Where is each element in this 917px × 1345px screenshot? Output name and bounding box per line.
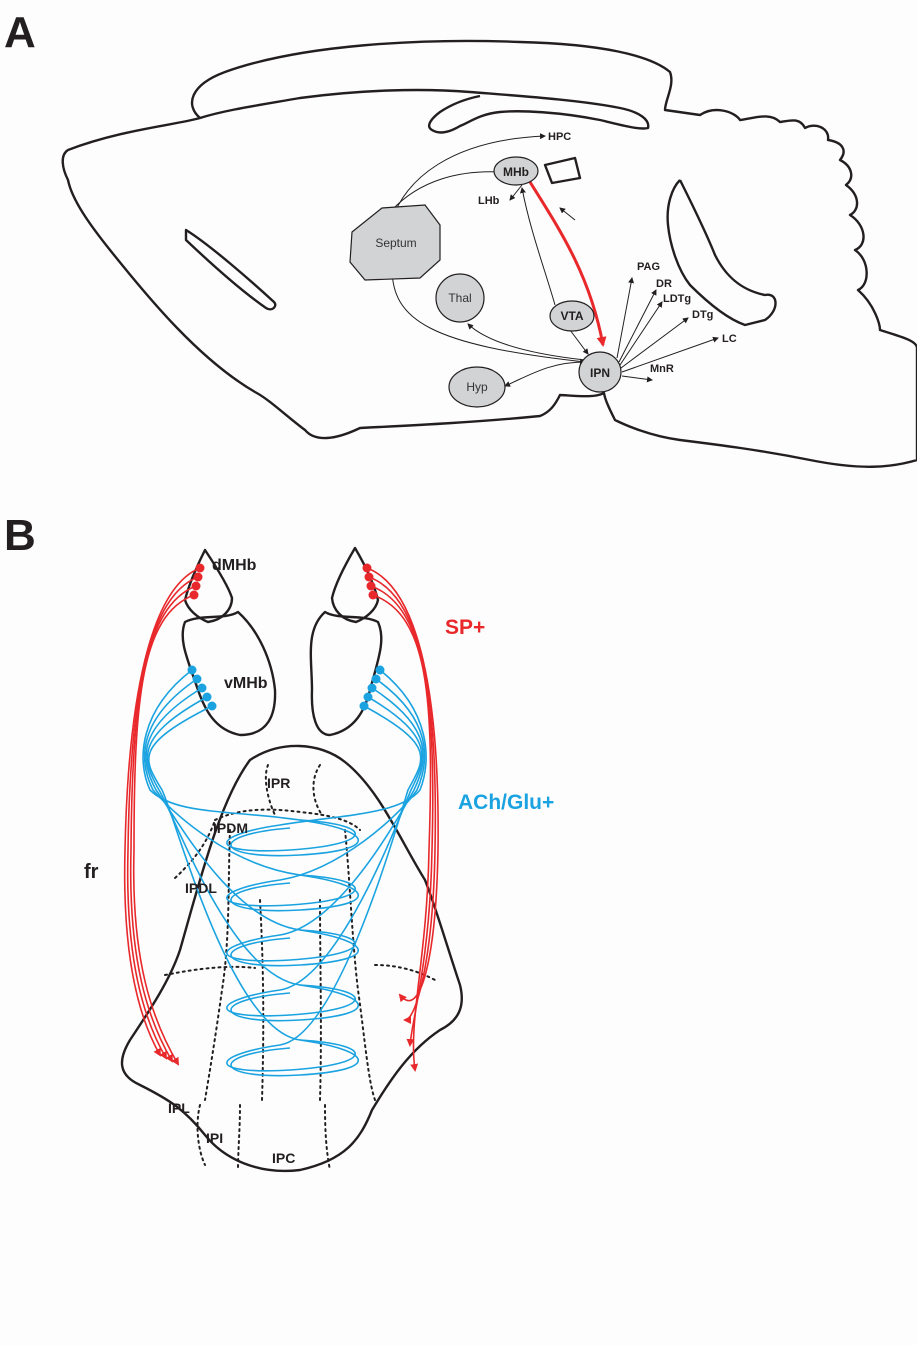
hyp-label: Hyp [466, 380, 488, 394]
ach-soma-left [188, 666, 197, 675]
ipn-to-hyp-arrow [505, 362, 585, 386]
ldtg-label: LDTg [663, 293, 691, 305]
ipdm-label: IPDM [213, 820, 248, 836]
ipc-right-border [325, 1105, 330, 1170]
dr-label: DR [656, 278, 672, 290]
ach-soma-left [208, 702, 217, 711]
panel-b-letter: B [4, 511, 36, 560]
mhb-label: MHb [503, 165, 529, 179]
ipn-to-ldtg-arrow [620, 302, 662, 365]
mhb-to-lhb-arrow [510, 185, 522, 200]
ach-soma-right [372, 675, 381, 684]
ach-fiber-left [149, 706, 358, 1076]
hpc-label: HPC [548, 131, 571, 143]
ach-blue-fibers [143, 666, 426, 1076]
habenula-notch [545, 158, 580, 183]
mnr-label: MnR [650, 363, 674, 375]
left-ipc-border [205, 830, 230, 1100]
sp-soma-left [190, 591, 199, 600]
sp-soma-right [365, 573, 374, 582]
sp-soma-right [369, 591, 378, 600]
vta-to-ipn-arrow [570, 330, 588, 354]
sp-label: SP+ [445, 616, 485, 639]
dtg-label: DTg [692, 309, 713, 321]
septum-label: Septum [375, 236, 416, 250]
ach-fiber-right [227, 697, 422, 1016]
ach-soma-left [193, 675, 202, 684]
ach-soma-right [360, 702, 369, 711]
central-right-border [320, 900, 321, 1100]
ach-fiber-right [227, 670, 426, 851]
ach-fiber-right [227, 679, 425, 906]
ipn-to-pag-arrow [617, 278, 632, 358]
lhb-label: LHb [478, 195, 500, 207]
sp-soma-left [194, 573, 203, 582]
ipr-right-border [313, 765, 322, 815]
sp-soma-left [192, 582, 201, 591]
ipr-label: IPR [267, 775, 290, 791]
ipdl-label: IPDL [185, 880, 217, 896]
sp-soma-right [367, 582, 376, 591]
ach-fiber-left [146, 688, 358, 966]
sp-soma-right [363, 564, 372, 573]
vmhb-label: vMHb [224, 675, 268, 692]
left-vmhb-outline [183, 612, 275, 735]
ach-soma-right [368, 684, 377, 693]
panel-a: A [4, 8, 917, 467]
ach-soma-left [198, 684, 207, 693]
ipc-label: IPC [272, 1150, 295, 1166]
thal-label: Thal [448, 291, 471, 305]
lc-label: LC [722, 333, 737, 345]
sp-soma-left [196, 564, 205, 573]
connection-arrows [392, 136, 718, 386]
ipi-label: IPI [206, 1130, 223, 1146]
fr-label: fr [84, 861, 99, 883]
lateral-ventricle-slit [186, 230, 275, 309]
ipn-to-mnr-arrow [622, 376, 652, 380]
ach-glu-label: ACh/Glu+ [458, 791, 554, 814]
dmhb-label: dMHb [212, 557, 257, 574]
panel-a-letter: A [4, 8, 36, 57]
panel-b: B dMHb vMHb fr SP+ [4, 511, 554, 1171]
lhb-input-arrow [560, 208, 575, 220]
ipdl-lower-left-border [165, 967, 255, 975]
sp-fiber-left [125, 568, 200, 1055]
ach-soma-right [376, 666, 385, 675]
vta-to-mhb-arrow [522, 188, 555, 305]
ipl-label: IPL [168, 1100, 190, 1116]
ach-soma-right [364, 693, 373, 702]
sp-fiber-left [134, 595, 194, 1064]
ach-soma-left [203, 693, 212, 702]
vta-label: VTA [560, 309, 583, 323]
right-vmhb-outline [311, 612, 382, 735]
ipn-to-dr-arrow [619, 290, 656, 362]
corpus-callosum-contour [200, 90, 648, 133]
pag-label: PAG [637, 261, 660, 273]
ipn-label: IPN [590, 366, 610, 380]
